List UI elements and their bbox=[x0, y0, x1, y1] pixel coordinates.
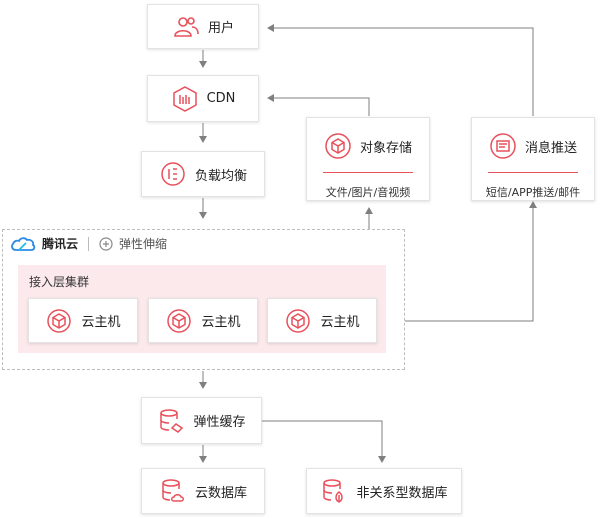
nosql-database-icon bbox=[320, 477, 348, 505]
message-push-divider bbox=[488, 172, 578, 173]
load-balancer-icon bbox=[159, 160, 187, 188]
tencent-cloud-logo-icon bbox=[10, 236, 36, 252]
object-storage-icon bbox=[324, 132, 352, 160]
cloud-host-label: 云主机 bbox=[201, 315, 241, 330]
message-push-icon bbox=[489, 132, 517, 160]
nosql-database-node[interactable]: 非关系型数据库 bbox=[306, 468, 462, 514]
cloud-host-icon bbox=[165, 307, 193, 335]
cdn-label: CDN bbox=[206, 91, 236, 106]
cluster-label: 接入层集群 bbox=[29, 275, 90, 289]
cdn-icon bbox=[171, 85, 199, 113]
cloud-host-label: 云主机 bbox=[81, 315, 121, 330]
cdn-node[interactable]: CDN bbox=[147, 75, 259, 122]
message-push-title: 消息推送 bbox=[524, 140, 577, 156]
object-storage-subtitle: 文件/图片/音视频 bbox=[325, 186, 411, 199]
object-storage-title: 对象存储 bbox=[359, 140, 412, 156]
arrow-storage-to-cdn bbox=[267, 94, 370, 116]
object-storage-divider bbox=[323, 172, 413, 173]
brand-name: 腾讯云 bbox=[42, 237, 79, 251]
elastic-scaling-icon bbox=[99, 236, 113, 251]
cloud-host-icon bbox=[284, 307, 312, 335]
load-balancer-label: 负载均衡 bbox=[194, 168, 247, 184]
elastic-cache-icon bbox=[157, 407, 185, 435]
user-icon bbox=[172, 13, 200, 41]
nosql-database-label: 非关系型数据库 bbox=[356, 485, 448, 501]
cloud-database-node[interactable]: 云数据库 bbox=[141, 468, 265, 514]
arrow-cache-to-nosql bbox=[262, 420, 386, 463]
elastic-cache-node[interactable]: 弹性缓存 bbox=[141, 397, 262, 444]
elastic-cache-label: 弹性缓存 bbox=[193, 415, 246, 430]
cloud-host-node[interactable]: 云主机 bbox=[148, 298, 258, 343]
object-storage-card[interactable]: 对象存储 文件/图片/音视频 bbox=[306, 117, 430, 201]
load-balancer-node[interactable]: 负载均衡 bbox=[141, 151, 265, 197]
elastic-scaling-label: 弹性伸缩 bbox=[119, 237, 168, 251]
brand-divider bbox=[88, 236, 90, 251]
arrow-frame-to-push bbox=[405, 201, 537, 322]
cloud-host-label: 云主机 bbox=[320, 315, 360, 330]
user-node[interactable]: 用户 bbox=[147, 4, 259, 49]
message-push-subtitle: 短信/APP推送/邮件 bbox=[485, 186, 581, 199]
user-label: 用户 bbox=[207, 21, 234, 36]
cloud-host-node[interactable]: 云主机 bbox=[267, 298, 377, 343]
cloud-database-label: 云数据库 bbox=[194, 485, 247, 501]
message-push-card[interactable]: 消息推送 短信/APP推送/邮件 bbox=[471, 117, 595, 201]
brand-bar: 腾讯云 弹性伸缩 bbox=[10, 235, 167, 252]
cloud-host-node[interactable]: 云主机 bbox=[28, 298, 138, 343]
cloud-database-icon bbox=[159, 477, 187, 505]
cloud-host-icon bbox=[45, 307, 73, 335]
arrow-push-to-user bbox=[267, 24, 534, 116]
